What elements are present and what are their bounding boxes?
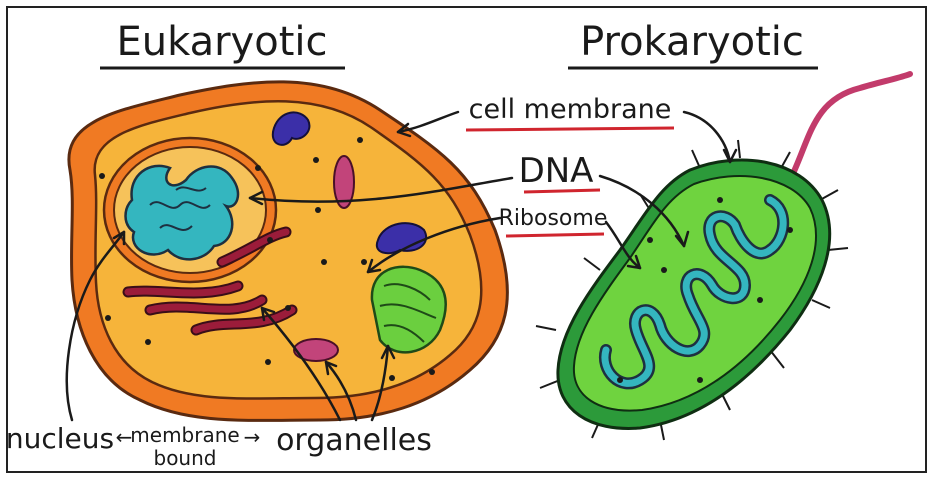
pointer-arrows — [65, 110, 738, 422]
arrow-cell-membrane-eukaryotic — [396, 110, 460, 134]
nucleus-dna-squiggle — [149, 186, 211, 231]
golgi-apparatus — [370, 265, 447, 354]
arrow-cell-membrane-prokaryotic — [682, 110, 732, 164]
label-dna-underline — [523, 188, 601, 194]
lysosome — [333, 155, 355, 209]
arrow-ribosome-prokaryotic — [604, 220, 642, 270]
label-arrow-right: → — [244, 425, 261, 449]
heading-eukaryotic: Eukaryotic — [117, 19, 328, 65]
label-membrane-bound-line1: membrane — [130, 423, 239, 447]
label-ribosome: Ribosome — [499, 206, 608, 231]
eukaryotic-cell — [67, 80, 509, 422]
arrow-ribosome-eukaryotic — [366, 216, 502, 274]
arrow-organelles-er — [260, 306, 342, 422]
label-cell-membrane: cell membrane — [469, 94, 672, 125]
heading-prokaryotic: Prokaryotic — [580, 19, 804, 65]
arrow-dna-eukaryotic — [248, 176, 514, 203]
bacterium-dna-fill — [601, 196, 787, 387]
arrow-organelles-lysosome — [324, 360, 358, 422]
label-ribosome-underline — [505, 232, 605, 238]
vacuole — [271, 111, 311, 146]
arrow-dna-prokaryotic — [598, 174, 686, 248]
lysosome-small — [293, 338, 339, 362]
prokaryotic-cell — [535, 71, 913, 441]
label-cell-membrane-underline — [465, 126, 675, 132]
flagellum — [787, 71, 913, 183]
nucleus-dna — [124, 164, 240, 261]
label-nucleus: nucleus — [6, 422, 114, 455]
vesicle — [375, 222, 427, 255]
arrow-nucleus — [65, 230, 126, 422]
label-dna: DNA — [519, 151, 594, 191]
arrow-organelles-golgi — [370, 344, 390, 422]
endoplasmic-reticulum-fill — [124, 228, 296, 334]
label-arrow-left: ← — [116, 425, 133, 449]
label-organelles: organelles — [276, 423, 432, 458]
label-membrane-bound-line2: bound — [154, 446, 217, 470]
bacterium-ribosomes — [617, 197, 793, 383]
ribosomes — [99, 137, 435, 381]
